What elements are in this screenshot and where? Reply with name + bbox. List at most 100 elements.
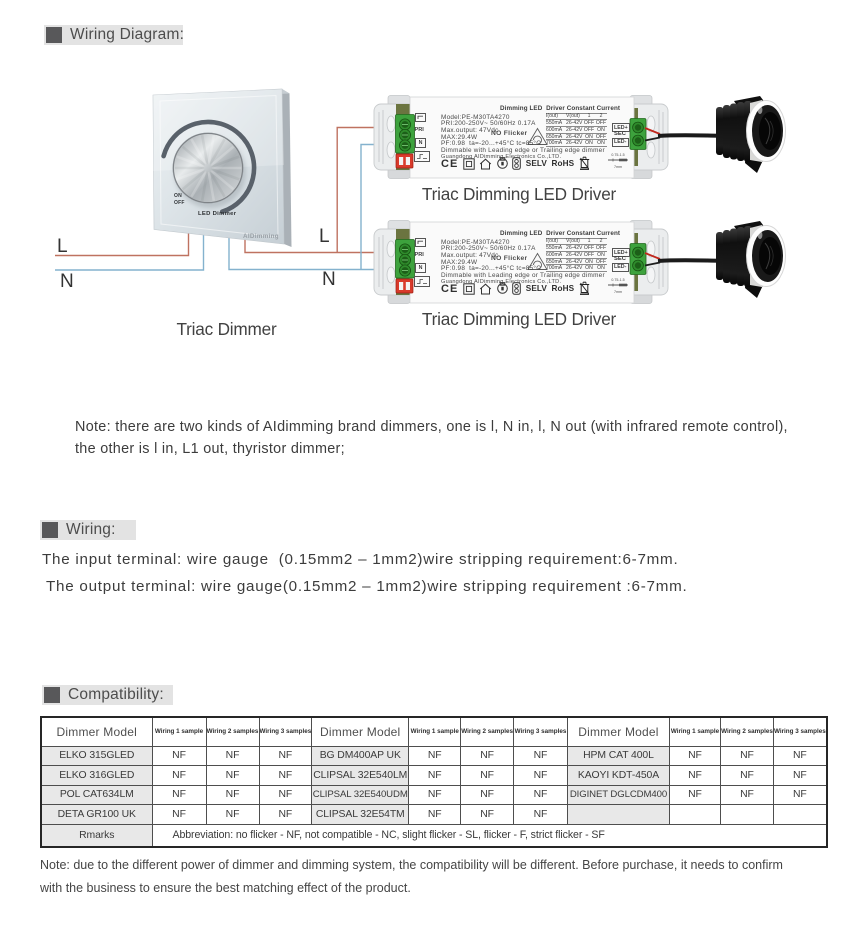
section-heading-wiring-diagram: Wiring Diagram: [44, 25, 185, 45]
dimmer-model-cell: ELKO 316GLED [40, 765, 153, 786]
current-cell: 26-42V [566, 133, 583, 140]
current-cell: ON [597, 140, 605, 147]
current-cell: ON [597, 126, 605, 133]
sec-label: SEC [614, 130, 626, 137]
result-cell: NF [258, 765, 313, 786]
gauge-strip-length: 7mm [614, 289, 622, 294]
indoor-use-icon [480, 283, 492, 294]
section-heading-compatibility: Compatibility: [42, 685, 173, 705]
dimmer-model-cell: BG DM400AP UK [311, 745, 410, 766]
result-cell: NF [719, 745, 774, 766]
wiring-input-line: The input terminal: wire gauge (0.15mm2 … [42, 550, 679, 568]
driver-pf: PF:0.98 ta=-20...+45°C tc=85°C [441, 140, 542, 148]
driver1-label: Dimming LED Driver Constant Current Mode… [410, 97, 634, 178]
result-cell: NF [512, 804, 568, 825]
footnote-line1: Note: due to the different power of dimm… [40, 857, 783, 872]
current-cell: 26-42V [566, 126, 583, 133]
dip-symbol-icon [413, 275, 430, 287]
note-paragraph: Note: there are two kinds of AIdimming b… [75, 416, 788, 461]
current-cell: 650mA [546, 133, 563, 140]
led-downlight [644, 96, 786, 173]
driver-title: Dimming LED Driver Constant Current [500, 230, 621, 238]
current-cell: 550mA [546, 120, 563, 127]
input-terminal [395, 114, 415, 154]
header-wiring-sample: Wiring 3 samples [512, 716, 568, 747]
note-line1: Note: there are two kinds of AIdimming b… [75, 418, 788, 435]
panel-led-dimmer-label: LED Dimmer [198, 211, 237, 217]
driver-no-flicker: NO Flicker [491, 129, 528, 137]
remarks-label: Rmarks [40, 823, 153, 848]
dimmer-model-cell: HPM CAT 400L [566, 745, 670, 766]
driver-maxw: MAX:29.4W [441, 133, 478, 141]
mark-box-icon [512, 282, 522, 295]
gauge-range: 0.75-1.5 [611, 153, 625, 157]
header-wiring-sample: Wiring 2 samples [205, 716, 260, 747]
result-cell: NF [408, 765, 462, 786]
wire-gauge-mark: 0.75-1.5 7mm [605, 278, 631, 294]
result-cell: NF [151, 745, 207, 766]
panel-off-label: OFF [174, 200, 185, 206]
current-cell: V(out) [566, 113, 580, 120]
current-cell: 1 [587, 113, 591, 120]
result-cell: NF [258, 745, 313, 766]
live-symbol-icon [415, 113, 426, 122]
neutral-symbol: N [415, 262, 426, 273]
remarks-text: Abbreviation: no flicker - NF, not compa… [151, 823, 828, 848]
compatibility-table: Dimmer Model Wiring 1 sample Wiring 2 sa… [40, 716, 828, 848]
wiring-diagram-heading: Wiring Diagram: [70, 26, 185, 43]
result-cell: NF [151, 765, 207, 786]
header-wiring-sample: Wiring 2 samples [460, 716, 514, 747]
result-cell: NF [151, 804, 207, 825]
wire-gauge-mark: 0.75-1.5 7mm [605, 153, 631, 169]
pri-label: PRI [414, 126, 424, 133]
current-cell: 26-42V [566, 251, 583, 258]
rohs-mark: RoHS [551, 284, 575, 293]
current-cell: OFF [583, 251, 595, 258]
selv-mark: SELV [525, 159, 547, 168]
led-plus-label: LED+ [611, 123, 631, 133]
driver2-caption: Triac Dimming LED Driver [421, 309, 617, 329]
result-cell: NF [460, 765, 514, 786]
current-cell: ON [597, 265, 605, 272]
certification-marks: CE SELV RoHS [441, 156, 590, 171]
driver-maxoutput: Max.output: 47Vdc [441, 252, 499, 259]
result-cell: NF [460, 745, 514, 766]
class2-icon [463, 157, 475, 170]
heading-bullet-square [46, 27, 62, 43]
current-cell: 650mA [546, 258, 563, 265]
ce-mark: CE [441, 157, 459, 170]
current-cell: 2 [599, 113, 603, 120]
driver-maxoutput: Max.output: 47Vdc [441, 127, 499, 134]
current-cell: 700mA [546, 140, 563, 147]
no-flicker-icon [527, 127, 548, 145]
table-header-row: Dimmer Model Wiring 1 sample Wiring 2 sa… [40, 716, 828, 747]
label-neutral-left: N [60, 270, 74, 292]
dimmer-model-cell: CLIPSAL 32E540UDM [311, 784, 410, 805]
dimmer-model-cell: KAOYI KDT-450A [566, 765, 670, 786]
result-cell: NF [460, 804, 514, 825]
current-cell: ON [585, 140, 593, 147]
neutral-symbol: N [415, 137, 426, 148]
current-cell: OFF [583, 245, 595, 252]
class2-icon [463, 282, 475, 295]
heading-bullet-square [44, 687, 60, 703]
header-wiring-sample: Wiring 3 samples [258, 716, 313, 747]
current-cell: V(out) [566, 238, 580, 245]
driver1-caption: Triac Dimming LED Driver [421, 184, 617, 204]
header-wiring-sample: Wiring 1 sample [151, 716, 207, 747]
weee-bin-icon [579, 281, 589, 295]
driver-dimmable: Dimmable with Leading edge or Trailing e… [441, 146, 605, 154]
header-wiring-sample: Wiring 3 samples [772, 716, 828, 747]
led-minus-label: LED- [611, 262, 629, 272]
dimmer-model-cell: ELKO 315GLED [40, 745, 153, 766]
